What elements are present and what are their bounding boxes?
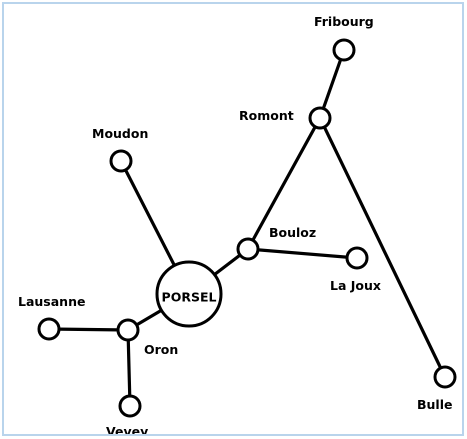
place-label-bulle: Bulle: [417, 397, 452, 412]
place-label-fribourg: Fribourg: [314, 14, 374, 29]
connection-oron-lausanne: [47, 327, 130, 332]
place-node-oron[interactable]: [116, 318, 140, 342]
place-label-romont: Romont: [239, 108, 294, 123]
place-node-fribourg[interactable]: [332, 38, 356, 62]
connections-layer: [47, 48, 447, 408]
connection-bouloz-romont: [246, 116, 322, 251]
place-label-vevey: Vevey: [106, 424, 148, 436]
places-layer: [37, 38, 457, 418]
hub-label-porsel: PORSEL: [162, 290, 217, 305]
connection-romont-bulle: [318, 116, 447, 379]
place-node-bulle[interactable]: [433, 365, 457, 389]
place-label-lausanne: Lausanne: [18, 294, 85, 309]
place-label-la-joux: La Joux: [330, 278, 381, 293]
connection-romont-fribourg: [318, 48, 346, 120]
place-label-bouloz: Bouloz: [269, 225, 316, 240]
place-node-lausanne[interactable]: [37, 317, 61, 341]
place-node-bouloz[interactable]: [236, 237, 260, 261]
place-node-moudon[interactable]: [109, 149, 133, 173]
place-node-vevey[interactable]: [118, 394, 142, 418]
hub-node-porsel[interactable]: [155, 260, 223, 328]
connection-oron-vevey: [126, 328, 132, 408]
place-node-romont[interactable]: [308, 106, 332, 130]
place-label-oron: Oron: [144, 342, 178, 357]
place-node-la-joux[interactable]: [345, 246, 369, 270]
place-label-moudon: Moudon: [92, 126, 148, 141]
connection-bouloz-la-joux: [246, 247, 359, 260]
